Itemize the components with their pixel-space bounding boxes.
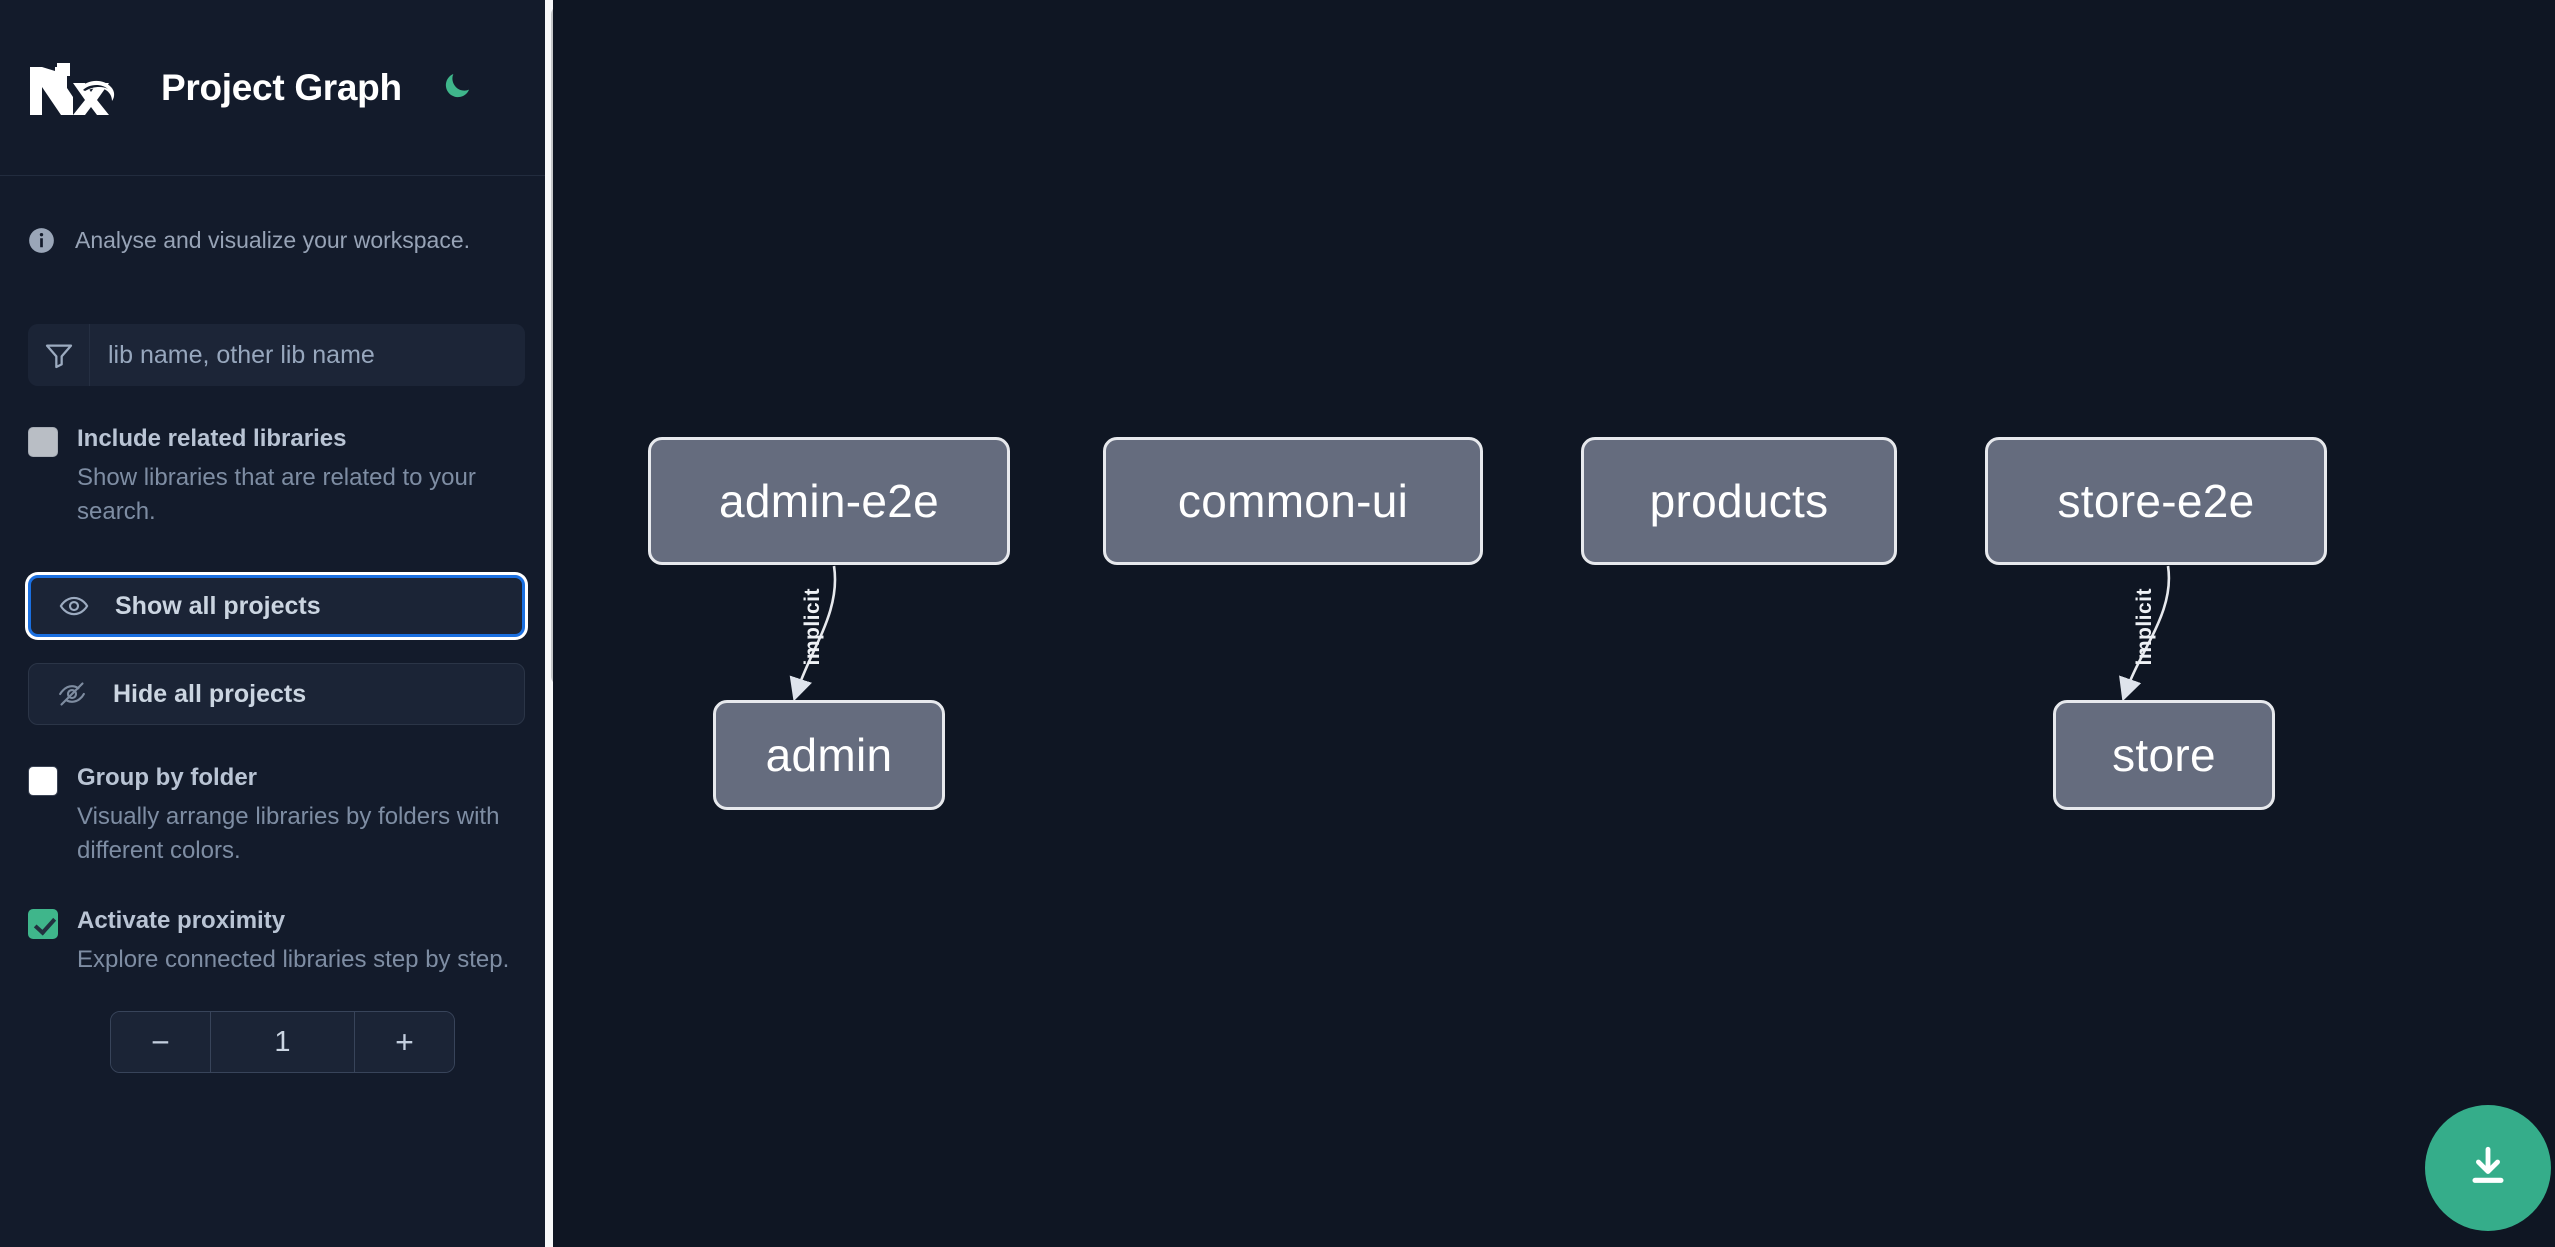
graph-node-common-ui[interactable]: common-ui — [1103, 437, 1483, 565]
info-text: Analyse and visualize your workspace. — [75, 226, 471, 253]
option-description: Explore connected libraries step by step… — [77, 946, 510, 974]
hide-all-projects-button[interactable]: Hide all projects — [28, 663, 525, 726]
graph-node-products[interactable]: products — [1581, 437, 1897, 565]
graph-node-admin-e2e[interactable]: admin-e2e — [648, 437, 1010, 565]
graph-node-store-e2e[interactable]: store-e2e — [1985, 437, 2327, 565]
group-by-folder-checkbox[interactable] — [28, 766, 58, 797]
node-label: products — [1649, 475, 1829, 527]
option-label: Group by folder — [77, 764, 257, 792]
option-label: Include related libraries — [77, 425, 347, 452]
project-visibility-buttons: Show all projects Hide all projects — [0, 575, 553, 726]
option-group-by-folder: Group by folder Visually arrange librari… — [0, 763, 553, 868]
edge-label-admin-implicit: implicit — [801, 588, 824, 666]
graph-canvas[interactable]: admin-e2e common-ui products store-e2e a… — [553, 0, 2555, 1247]
sidebar-scrollbar-thumb[interactable] — [551, 6, 553, 685]
theme-toggle-button[interactable] — [436, 67, 478, 109]
hide-all-projects-label: Hide all projects — [113, 679, 307, 708]
show-all-projects-button[interactable]: Show all projects — [28, 575, 525, 638]
info-icon — [28, 227, 55, 254]
activate-proximity-checkbox[interactable] — [28, 909, 58, 940]
graph-node-admin[interactable]: admin — [713, 700, 945, 810]
search-bar — [28, 324, 525, 386]
node-label: admin-e2e — [718, 475, 940, 527]
node-label: admin — [765, 729, 893, 781]
filter-icon — [28, 324, 90, 386]
option-label: Activate proximity — [77, 907, 286, 935]
moon-icon — [440, 69, 474, 106]
info-banner: Analyse and visualize your workspace. — [0, 176, 553, 272]
search-input[interactable] — [90, 324, 525, 386]
stepper-decrement-button[interactable]: − — [111, 1012, 211, 1073]
eye-off-icon — [55, 677, 89, 711]
proximity-stepper-wrap: − 1 + — [0, 1011, 553, 1074]
download-icon — [2463, 1142, 2513, 1195]
stepper-increment-button[interactable]: + — [354, 1012, 454, 1073]
proximity-stepper: − 1 + — [110, 1011, 455, 1074]
graph-edges — [789, 565, 2171, 702]
show-all-projects-label: Show all projects — [115, 591, 321, 620]
eye-icon — [57, 589, 91, 623]
sidebar: Project Graph Ana — [0, 0, 553, 1247]
stepper-value: 1 — [274, 1025, 291, 1058]
sidebar-header: Project Graph — [0, 0, 553, 176]
include-related-libraries-checkbox[interactable] — [28, 427, 58, 457]
option-description: Show libraries that are related to your … — [77, 464, 476, 526]
option-description: Visually arrange libraries by folders wi… — [77, 803, 500, 865]
node-label: common-ui — [1177, 475, 1409, 527]
node-label: store-e2e — [2057, 475, 2255, 527]
option-activate-proximity: Activate proximity Explore connected lib… — [0, 906, 553, 977]
option-include-related-libraries: Include related libraries Show libraries… — [0, 424, 553, 529]
edge-label-store-implicit: implicit — [2133, 588, 2156, 666]
graph-node-store[interactable]: store — [2053, 700, 2275, 810]
page-title: Project Graph — [161, 66, 402, 108]
node-label: store — [2112, 729, 2216, 781]
sidebar-scrollbar-track[interactable] — [545, 0, 553, 1247]
nx-logo — [27, 57, 125, 119]
download-graph-button[interactable] — [2425, 1105, 2551, 1231]
